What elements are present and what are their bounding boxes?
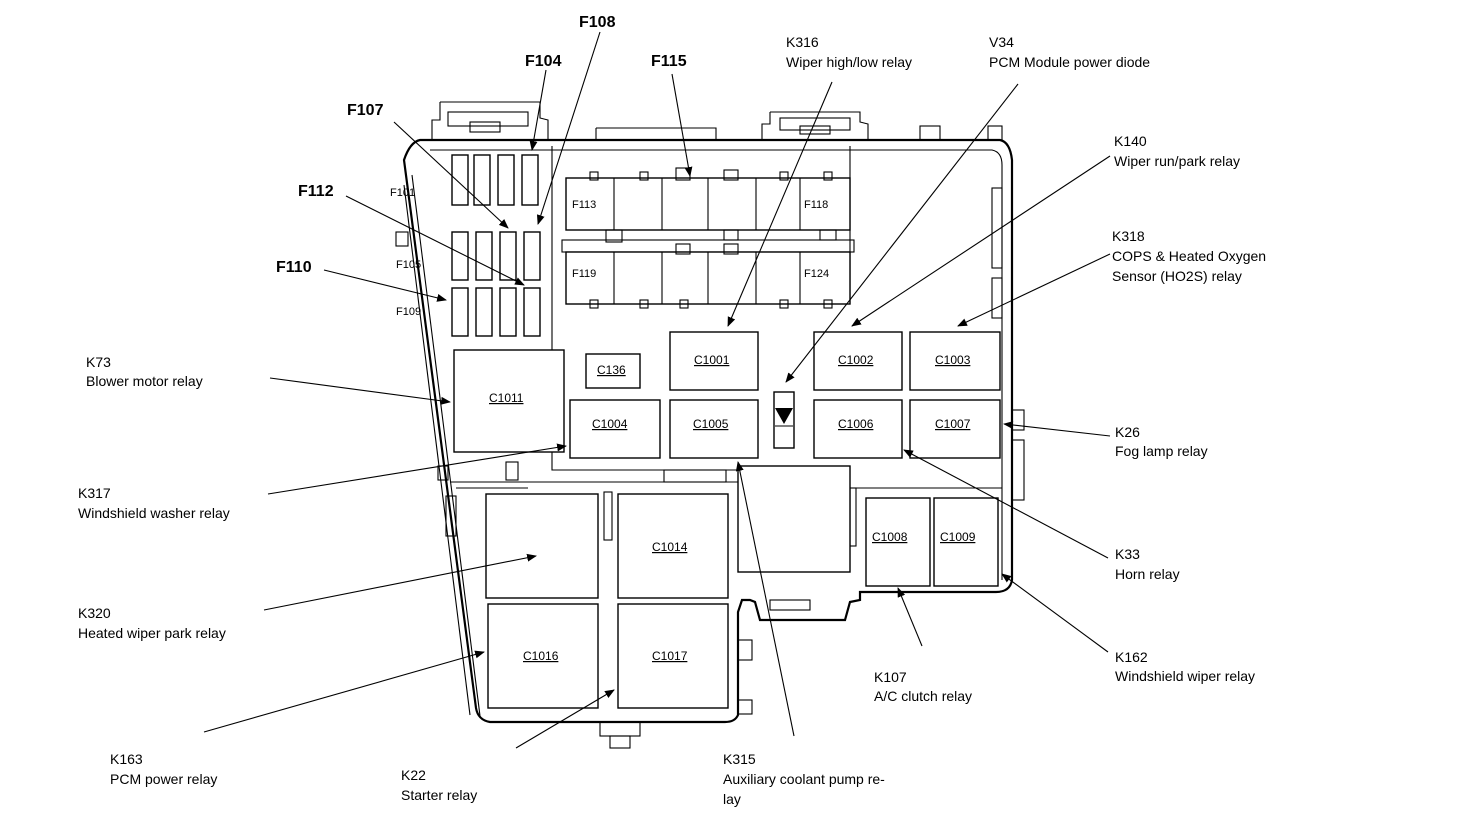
connector-c1016: C1016 bbox=[523, 649, 559, 663]
fuse-label-f113: F113 bbox=[572, 199, 596, 211]
connector-c1002: C1002 bbox=[838, 353, 874, 367]
callout-k320-id: K320 bbox=[78, 605, 111, 621]
callout-f107: F107 bbox=[347, 102, 384, 119]
maxi-fuse-row-bottom bbox=[565, 243, 851, 309]
callout-k140-desc: Wiper run/park relay bbox=[1114, 153, 1240, 169]
callout-k22-id: K22 bbox=[401, 767, 426, 783]
fuse-label-f118: F118 bbox=[804, 199, 828, 211]
connector-c1014: C1014 bbox=[652, 540, 688, 554]
callout-v34-desc: PCM Module power diode bbox=[989, 54, 1150, 70]
callout-f115: F115 bbox=[651, 53, 687, 70]
diode-icon bbox=[773, 391, 795, 449]
callout-k26-id: K26 bbox=[1115, 424, 1140, 440]
housing-outline bbox=[395, 101, 1025, 749]
callout-k107-id: K107 bbox=[874, 669, 907, 685]
callout-k163-id: K163 bbox=[110, 751, 143, 767]
callout-f104: F104 bbox=[525, 53, 562, 70]
fuse-label-f101: F101 bbox=[390, 187, 415, 199]
connector-c1001: C1001 bbox=[694, 353, 730, 367]
callout-k318-desc-2: Sensor (HO2S) relay bbox=[1112, 268, 1242, 284]
callout-k318-desc-1: COPS & Heated Oxygen bbox=[1112, 248, 1266, 264]
callout-f112: F112 bbox=[298, 183, 334, 200]
fuse-label-f119: F119 bbox=[572, 268, 596, 280]
connector-c1004: C1004 bbox=[592, 417, 628, 431]
connector-c1017: C1017 bbox=[652, 649, 688, 663]
connector-c1006: C1006 bbox=[838, 417, 874, 431]
mini-fuse-block bbox=[451, 154, 541, 337]
callout-f108: F108 bbox=[579, 14, 616, 31]
callout-k318-id: K318 bbox=[1112, 228, 1145, 244]
callout-k316-id: K316 bbox=[786, 34, 819, 50]
connector-c136: C136 bbox=[597, 363, 626, 377]
connector-c1008: C1008 bbox=[872, 530, 908, 544]
callout-k315-desc-2: lay bbox=[723, 791, 741, 807]
callout-k317-desc: Windshield washer relay bbox=[78, 505, 230, 521]
callout-k315-desc-1: Auxiliary coolant pump re- bbox=[723, 771, 885, 787]
callout-k33-id: K33 bbox=[1115, 546, 1140, 562]
callout-k317-id: K317 bbox=[78, 485, 111, 501]
callout-k315-id: K315 bbox=[723, 751, 756, 767]
callout-v34-id: V34 bbox=[989, 34, 1014, 50]
leader-lines bbox=[203, 31, 1111, 749]
maxi-fuse-row-top bbox=[561, 167, 855, 253]
callout-k73-id: K73 bbox=[86, 354, 111, 370]
connector-c1009: C1009 bbox=[940, 530, 976, 544]
callout-k320-desc: Heated wiper park relay bbox=[78, 625, 226, 641]
connector-c1011: C1011 bbox=[489, 391, 524, 405]
callout-f110: F110 bbox=[276, 259, 312, 276]
callout-k140-id: K140 bbox=[1114, 133, 1147, 149]
callout-k33-desc: Horn relay bbox=[1115, 566, 1180, 582]
connector-c1005: C1005 bbox=[693, 417, 729, 431]
callout-k162-id: K162 bbox=[1115, 649, 1148, 665]
relay-sockets bbox=[453, 331, 1001, 709]
fuse-label-f105: F105 bbox=[396, 259, 421, 271]
fuse-label-f109: F109 bbox=[396, 306, 421, 318]
callout-k162-desc: Windshield wiper relay bbox=[1115, 668, 1255, 684]
callout-k22-desc: Starter relay bbox=[401, 787, 477, 803]
callout-k316-desc: Wiper high/low relay bbox=[786, 54, 912, 70]
connector-c1003: C1003 bbox=[935, 353, 971, 367]
fuse-label-f124: F124 bbox=[804, 268, 829, 280]
callout-k73-desc: Blower motor relay bbox=[86, 373, 203, 389]
callout-k107-desc: A/C clutch relay bbox=[874, 688, 972, 704]
callout-k163-desc: PCM power relay bbox=[110, 771, 217, 787]
connector-c1007: C1007 bbox=[935, 417, 971, 431]
callout-k26-desc: Fog lamp relay bbox=[1115, 443, 1208, 459]
